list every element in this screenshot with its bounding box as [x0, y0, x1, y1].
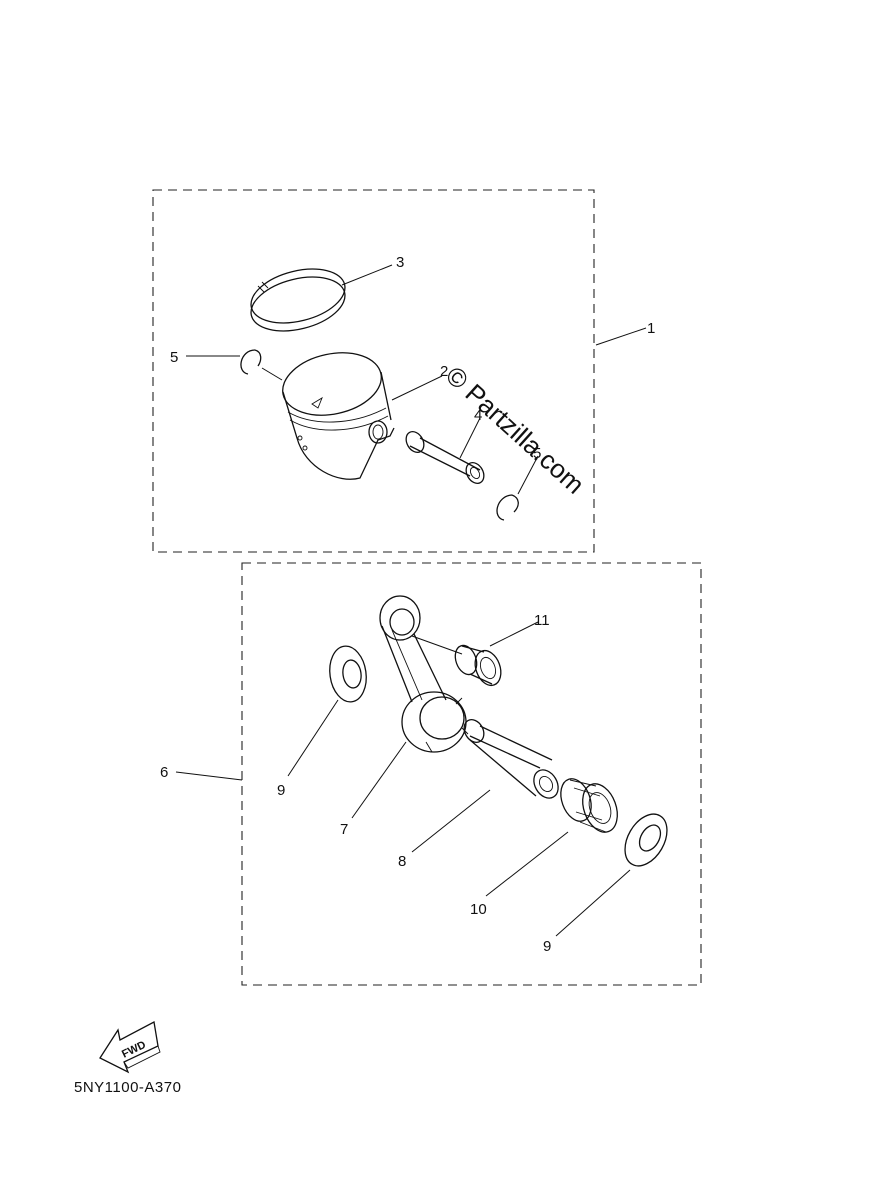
crank-pin-part[interactable] [460, 716, 563, 802]
piston-ring-part[interactable] [245, 260, 350, 340]
callout-2: 2 [440, 363, 448, 380]
callout-1: 1 [647, 320, 655, 337]
washer-part[interactable] [326, 644, 369, 704]
callout-3: 3 [396, 254, 404, 271]
callout-9-left: 9 [277, 782, 285, 799]
small-end-bearing-part[interactable] [451, 642, 505, 689]
callout-8: 8 [398, 853, 406, 870]
watermark: © Partzilla.com [440, 360, 590, 500]
callout-5-right: 5 [533, 445, 541, 462]
callout-10: 10 [470, 901, 487, 918]
washer-part-2[interactable] [616, 807, 675, 873]
circlip-part-2[interactable] [496, 494, 519, 521]
big-end-bearing-part[interactable] [555, 775, 623, 837]
arrow-mark-icon [311, 396, 323, 409]
piston-pin-part[interactable] [403, 428, 488, 486]
callout-9-right: 9 [543, 938, 551, 955]
circlip-part[interactable] [240, 349, 262, 375]
leader-lines [175, 264, 647, 937]
diagram-code: 5NY1100-A370 [74, 1079, 181, 1096]
callout-4: 4 [474, 407, 482, 424]
fwd-arrow-icon: FWD [99, 1021, 161, 1074]
connecting-rod-part[interactable] [379, 595, 469, 753]
crank-kit-frame [241, 562, 702, 986]
callout-5: 5 [170, 349, 178, 366]
callout-11: 11 [534, 612, 550, 629]
piston-part[interactable] [277, 344, 395, 480]
piston-kit-frame [152, 189, 595, 553]
callout-7: 7 [340, 821, 348, 838]
callout-6: 6 [160, 764, 168, 781]
